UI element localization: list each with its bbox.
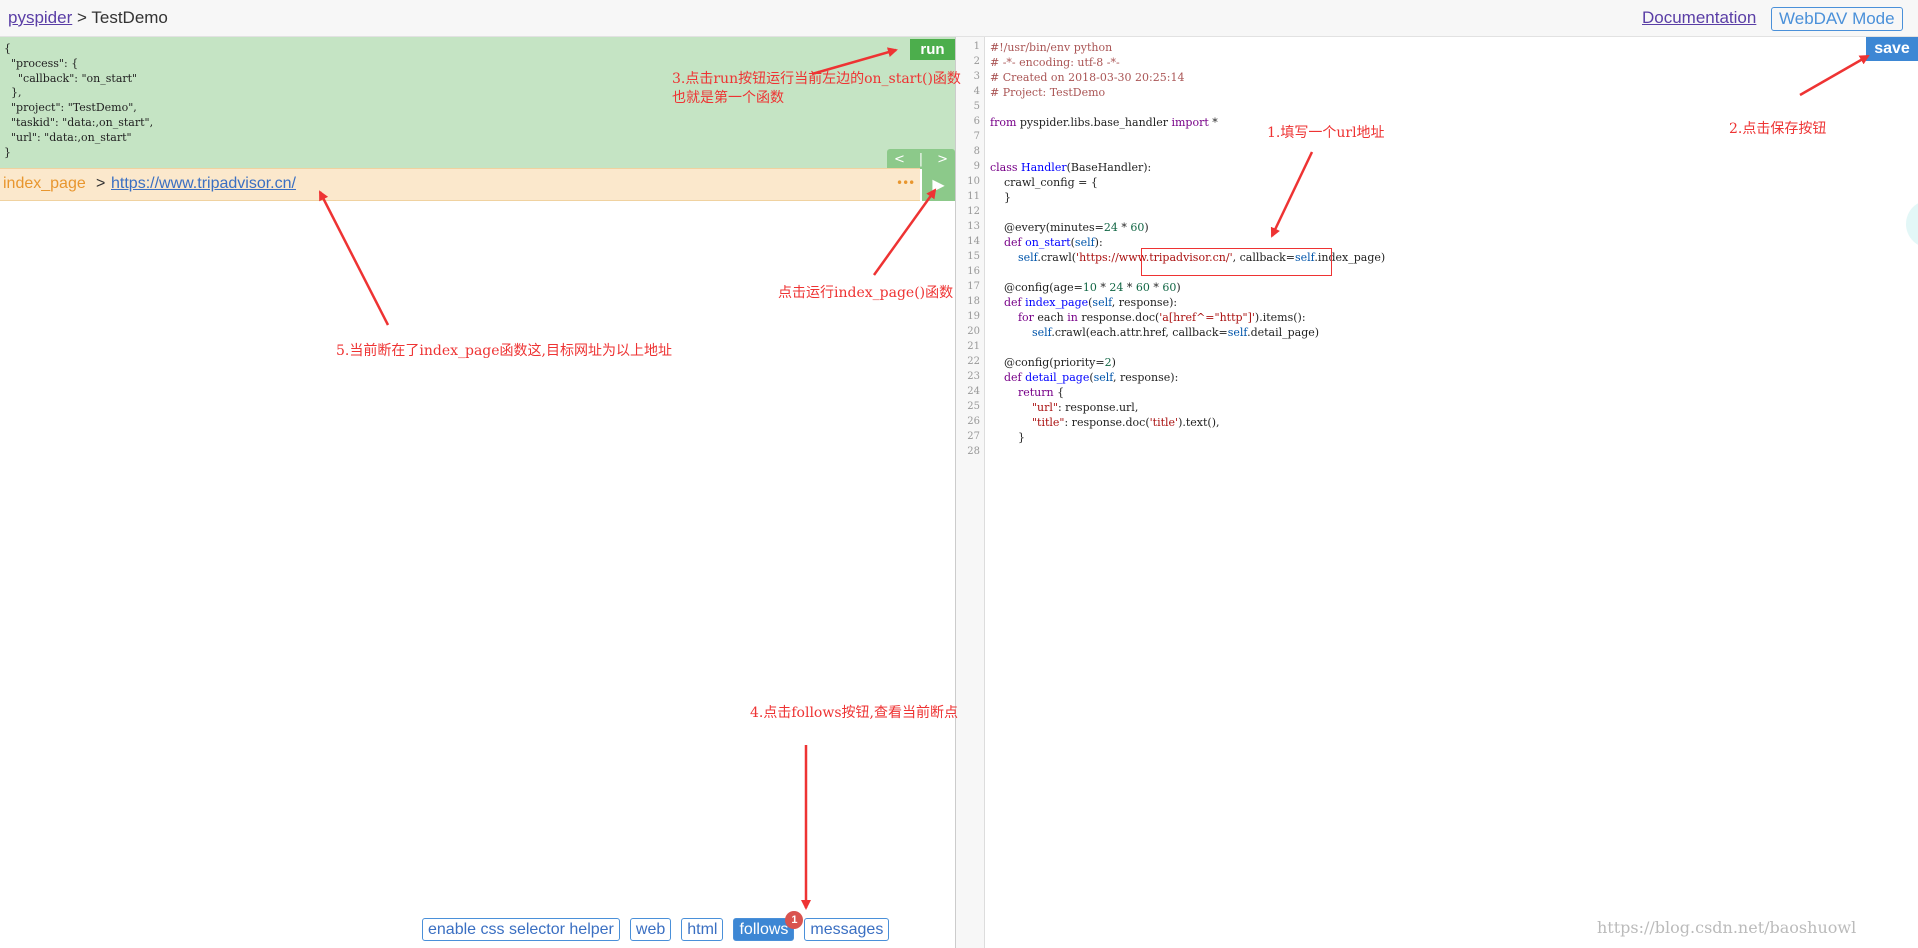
code-line: #!/usr/bin/env python [990,41,1113,54]
line-number: 23 [967,371,980,382]
annotation-2: 2.点击保存按钮 [1729,121,1827,137]
documentation-link[interactable]: Documentation [1642,8,1757,27]
line-number: 10 [967,176,980,187]
line-number: 28 [967,446,980,457]
code-line: @config(priority=2) [990,356,1116,369]
line-number: 24 [967,386,980,397]
code-line: "title": response.doc('title').text(), [1031,416,1220,429]
line-number: 12 [967,206,980,217]
line-number: 8 [973,146,980,157]
current-task-bar: index_page > https://www.tripadvisor.cn/… [0,168,920,201]
tab-css-selector-helper[interactable]: enable css selector helper [422,918,620,941]
result-tabs: enable css selector helper web html foll… [422,911,890,941]
code-line: # Project: TestDemo [990,86,1106,99]
code-line: return { [1017,386,1065,399]
line-number: 7 [973,131,980,142]
play-button[interactable]: ▶ [922,168,955,201]
more-icon[interactable]: ••• [896,176,915,190]
tab-follows-label: follows [739,921,789,938]
save-button[interactable]: save [1866,37,1918,61]
tab-follows[interactable]: follows 1 [733,911,804,941]
line-number: 15 [967,251,980,262]
run-button[interactable]: run [910,39,955,60]
line-number: 5 [973,101,980,112]
code-line: # -*- encoding: utf-8 -*- [990,56,1120,69]
code-line: } [990,191,1011,204]
code-line: from pyspider.libs.base_handler import * [990,116,1218,129]
breadcrumb-pyspider-link[interactable]: pyspider [8,8,73,27]
code-line: "url": response.url, [1031,401,1139,414]
callback-separator: > [96,175,106,192]
code-line: def index_page(self, response): [990,296,1178,309]
history-nav: < | > [887,149,955,169]
debug-panel: { "process": { "callback": "on_start" },… [0,37,955,948]
next-task-button[interactable]: > [937,151,948,167]
callback-name: index_page [3,175,86,192]
webdav-mode-button[interactable]: WebDAV Mode [1771,7,1903,31]
line-number: 1 [973,41,980,52]
task-json: { "process": { "callback": "on_start" },… [4,42,154,159]
code-line: # Created on 2018-03-30 20:25:14 [990,71,1185,84]
line-number: 9 [973,161,980,172]
line-number: 4 [973,86,980,97]
task-url-link[interactable]: https://www.tripadvisor.cn/ [111,175,296,192]
line-number: 11 [967,191,980,202]
annotation-6: 点击运行index_page()函数 [778,285,954,301]
line-number: 20 [967,326,980,337]
line-number: 6 [973,116,980,127]
annotation-3-line2: 也就是第一个函数 [672,90,784,106]
tab-html[interactable]: html [681,918,724,941]
breadcrumb-separator: > [77,8,87,27]
prev-task-button[interactable]: < [893,151,905,167]
watermark: https://blog.csdn.net/baoshuowl [1597,918,1857,937]
tab-web[interactable]: web [629,918,672,941]
code-line: @every(minutes=24 * 60) [990,221,1149,234]
line-number: 2 [973,56,980,67]
pane-divider[interactable] [955,37,956,948]
line-number: 21 [967,341,980,352]
annotation-3-line1: 3.点击run按钮运行当前左边的on_start()函数 [672,71,961,87]
project-name: TestDemo [91,8,168,27]
code-line: self.crawl('https://www.tripadvisor.cn/'… [1017,251,1386,264]
line-number: 27 [967,431,980,442]
line-number: 26 [967,416,980,427]
code-line: for each in response.doc('a[href^="http"… [990,311,1306,324]
line-number: 18 [967,296,980,307]
annotation-4: 4.点击follows按钮,查看当前断点 [750,705,958,721]
code-line: @config(age=10 * 24 * 60 * 60) [990,281,1181,294]
follows-count-badge: 1 [785,911,804,929]
breadcrumb: pyspider > TestDemo [8,8,168,28]
line-number: 19 [967,311,980,322]
code-line: class Handler(BaseHandler): [990,161,1152,174]
side-handle[interactable] [1906,200,1918,248]
line-number: 22 [967,356,980,367]
line-number: 3 [973,71,980,82]
line-number: 14 [967,236,980,247]
line-number: 13 [967,221,980,232]
line-number: 25 [967,401,980,412]
nav-separator: | [918,151,924,167]
code-line: self.crawl(each.attr.href, callback=self… [1031,326,1320,339]
line-number: 16 [967,266,980,277]
top-bar: pyspider > TestDemo Documentation WebDAV… [0,0,1918,37]
annotation-1: 1.填写一个url地址 [1267,125,1385,141]
code-line: def on_start(self): [990,236,1103,249]
line-number: 17 [967,281,980,292]
tab-messages[interactable]: messages [804,918,890,941]
code-line: crawl_config = { [990,176,1098,189]
task-json-panel: { "process": { "callback": "on_start" },… [0,37,955,169]
annotation-5: 5.当前断在了index_page函数这,目标网址为以上地址 [336,343,672,359]
code-line: def detail_page(self, response): [990,371,1179,384]
url-highlight-box [1141,248,1332,276]
code-line: } [990,431,1025,444]
